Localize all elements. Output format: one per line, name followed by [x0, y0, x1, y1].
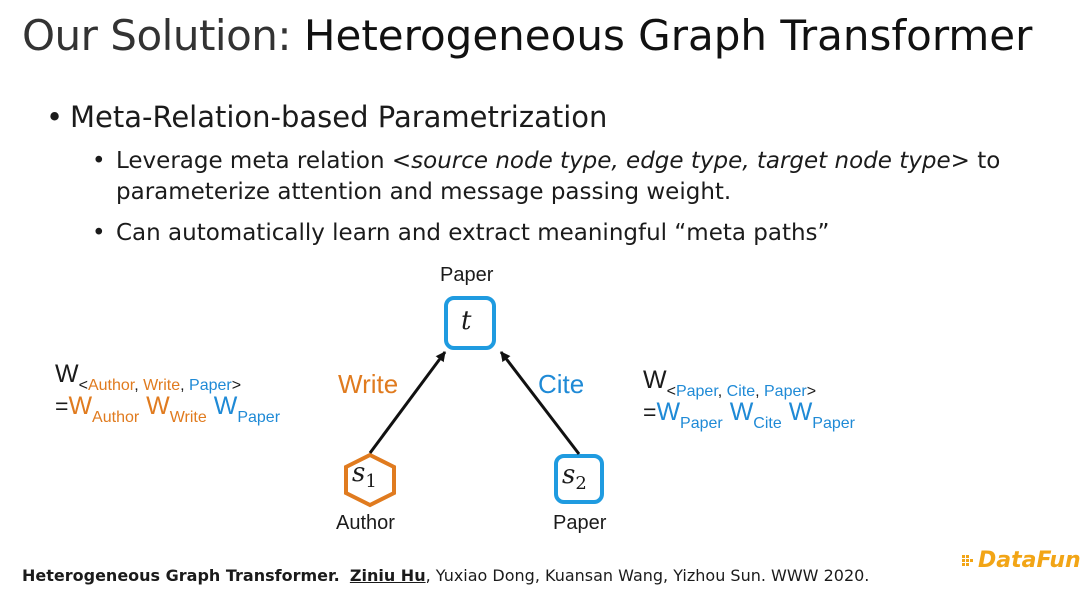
bullet1-text: Meta-Relation-based Parametrization	[70, 100, 608, 134]
target-node-symbol: t	[461, 306, 472, 336]
source1-subscript: 1	[365, 471, 377, 492]
bullet2a-post: > to	[950, 148, 1001, 174]
title-main: Heterogeneous Graph Transformer	[303, 11, 1033, 60]
citation-title: Heterogeneous Graph Transformer.	[22, 566, 340, 585]
formula-left: W<Author, Write, Paper> =WAuthor WWrite …	[55, 360, 281, 426]
bullet2b-text: Can automatically learn and extract mean…	[116, 220, 830, 246]
citation-rest: , Yuxiao Dong, Kuansan Wang, Yizhou Sun.…	[425, 566, 870, 585]
bullet-level2-continuation: parameterize attention and message passi…	[116, 179, 732, 205]
citation: Heterogeneous Graph Transformer. Ziniu H…	[22, 566, 869, 585]
edge-cite-label: Cite	[538, 369, 585, 399]
slide-title: Our Solution: Heterogeneous Graph Transf…	[22, 8, 1032, 64]
logo-dots-icon	[962, 555, 973, 566]
bullet-dot: •	[46, 100, 64, 134]
formula-left-line1: W<Author, Write, Paper>	[55, 360, 242, 394]
bullet-dot: •	[92, 148, 106, 174]
bullet-level2-meta-paths: • Can automatically learn and extract mea…	[92, 218, 829, 249]
logo-text: DataFun.	[978, 548, 1080, 573]
bullet-dot: •	[92, 220, 106, 246]
source2-node-box	[554, 454, 604, 504]
source1-node-label: Author	[336, 512, 395, 534]
bullet2a-pre: Leverage meta relation <	[116, 148, 412, 174]
edge-cite-arrow	[499, 351, 581, 455]
edge-write-arrow	[368, 351, 447, 454]
formula-right: W<Paper, Cite, Paper> =WPaper WCite WPap…	[643, 366, 855, 432]
source2-node-symbol: s2	[562, 460, 587, 494]
formula-left-line2: =WAuthor WWrite WPaper	[55, 392, 281, 426]
edge-write-label: Write	[338, 369, 399, 399]
title-prefix: Our Solution:	[22, 11, 304, 60]
citation-first-author: Ziniu Hu	[349, 566, 426, 585]
bullet2a-italic: source node type, edge type, target node…	[411, 148, 951, 174]
datafun-logo: DataFun.	[962, 548, 1080, 573]
bullet-level2-meta-relation: • Leverage meta relation <source node typ…	[92, 146, 1000, 177]
target-node-box	[444, 296, 496, 350]
bullet-level1: •Meta-Relation-based Parametrization	[46, 100, 607, 134]
formula-right-line1: W<Paper, Cite, Paper>	[643, 366, 817, 400]
source1-node-symbol: s1	[352, 458, 377, 492]
formula-right-line2: =WPaper WCite WPaper	[643, 398, 855, 432]
target-node-label: Paper	[440, 264, 494, 286]
source2-subscript: 2	[575, 473, 587, 494]
source1-node-hexagon	[344, 452, 396, 508]
source2-node-label: Paper	[553, 512, 607, 534]
